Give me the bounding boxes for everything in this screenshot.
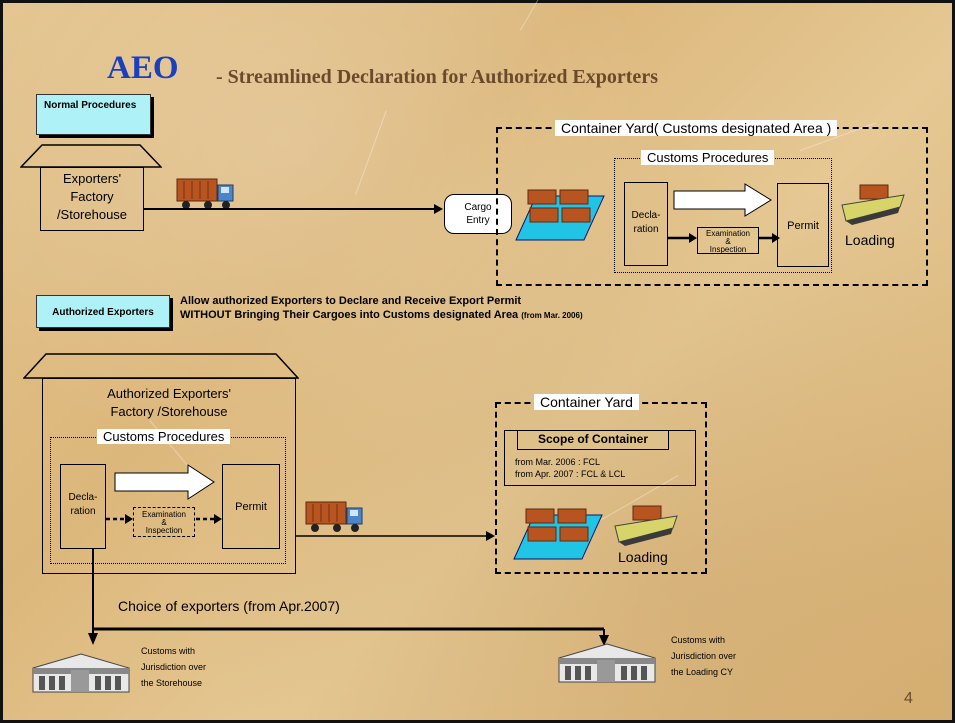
normal-procedures-badge: Normal Procedures [36,94,151,135]
customs-cy-line3: the Loading CY [671,667,734,677]
authorized-factory-line1: Authorized Exporters' [107,386,231,401]
customs-cy-line1: Customs with [671,635,726,645]
big-arrow-authorized [114,464,215,500]
scope-title-label: Scope of Container [537,432,648,446]
arrow-to-permit-normal [759,233,780,243]
exporters-factory-line2: Factory [70,189,114,204]
exporters-factory-line1: Exporters' [62,171,122,186]
building-icon [32,653,130,693]
container-stack-icon [513,508,603,560]
scope-of-container-title: Scope of Container [517,430,669,450]
page-number: 4 [904,690,913,707]
authorized-factory-line2: Factory /Storehouse [110,404,228,419]
exporters-factory-line3: /Storehouse [56,207,128,222]
big-arrow-normal [673,183,772,217]
customs-storehouse-line1: Customs with [141,646,196,656]
scope-line1: from Mar. 2006 : FCL [515,457,601,467]
authorized-factory-title: Authorized Exporters' Factory /Storehous… [42,385,296,421]
scope-of-container-box: Scope of Container from Mar. 2006 : FCL … [504,430,696,486]
ship-icon [841,184,905,225]
declaration-authorized: Decla- ration [60,464,106,549]
arrow-to-permit-authorized [196,514,222,524]
examination-authorized-line3: Inspection [145,526,183,535]
truck-icon [305,501,363,532]
customs-storehouse-line3: the Storehouse [141,678,203,688]
examination-normal: Examination & Inspection [697,227,759,254]
declaration-normal: Decla- ration [624,182,668,266]
examination-authorized-line2: & [161,518,167,527]
customs-loading-cy: Customs with Jurisdiction over the Loadi… [671,632,736,680]
customs-cy-line2: Jurisdiction over [671,651,737,661]
truck-icon [176,178,234,209]
choice-label: Choice of exporters (from Apr.2007) [118,598,340,614]
arrow-to-cargo-entry [144,204,443,214]
authorized-description-line2-wrap: WITHOUT Bringing Their Cargoes into Cust… [180,308,583,323]
examination-normal-line2: & [725,237,731,246]
ship-icon [614,505,678,546]
customs-storehouse: Customs with Jurisdiction over the Store… [141,643,206,691]
examination-authorized: Examination & Inspection [133,507,195,537]
building-icon [558,643,656,683]
container-yard-normal-title: Container Yard( Customs designated Area … [555,120,838,136]
scope-line2: from Apr. 2007 : FCL & LCL [515,469,626,479]
cargo-entry-line2: Entry [466,215,490,226]
container-stack-icon [515,189,605,241]
normal-procedures-label: Normal Procedures [44,100,137,111]
permit-normal-label: Permit [787,220,819,232]
exporters-factory: Exporters' Factory /Storehouse [40,167,144,231]
examination-normal-line3: Inspection [709,245,747,254]
declaration-normal-line1: Decla- [631,210,661,221]
authorized-description-line2: WITHOUT Bringing Their Cargoes into Cust… [180,309,519,321]
title-subtitle: - Streamlined Declaration for Authorized… [216,66,658,88]
loading-normal: Loading [845,232,895,248]
cargo-entry: Cargo Entry [444,194,512,234]
arrow-to-container-yard [296,531,495,541]
authorized-exporters-badge: Authorized Exporters [36,295,170,328]
authorized-description-note: (from Mar. 2006) [521,311,583,320]
exporters-factory-roof [20,144,162,168]
container-yard-authorized-title: Container Yard [534,394,639,410]
customs-procedures-authorized-title: Customs Procedures [97,429,231,444]
authorized-description: Allow authorized Exporters to Declare an… [180,294,583,323]
choice-connector [88,549,609,646]
permit-authorized-label: Permit [235,501,267,513]
permit-normal: Permit [777,183,829,267]
title-aeo: AEO [107,50,179,86]
examination-normal-line1: Examination [705,229,751,238]
arrow-to-examination-normal [668,233,697,243]
authorized-description-line1: Allow authorized Exporters to Declare an… [180,295,522,307]
customs-procedures-normal-title: Customs Procedures [641,150,775,165]
authorized-factory [42,378,296,574]
customs-storehouse-line2: Jurisdiction over [141,662,207,672]
authorized-factory-roof [23,353,299,379]
examination-authorized-line1: Examination [141,510,187,519]
loading-authorized: Loading [618,549,668,565]
permit-authorized: Permit [222,464,280,549]
arrow-to-examination-authorized [106,514,133,524]
declaration-authorized-line2: ration [70,506,96,517]
declaration-normal-line2: ration [633,224,659,235]
authorized-exporters-label: Authorized Exporters [52,307,154,318]
cargo-entry-line1: Cargo [464,202,492,213]
declaration-authorized-line1: Decla- [68,492,98,503]
